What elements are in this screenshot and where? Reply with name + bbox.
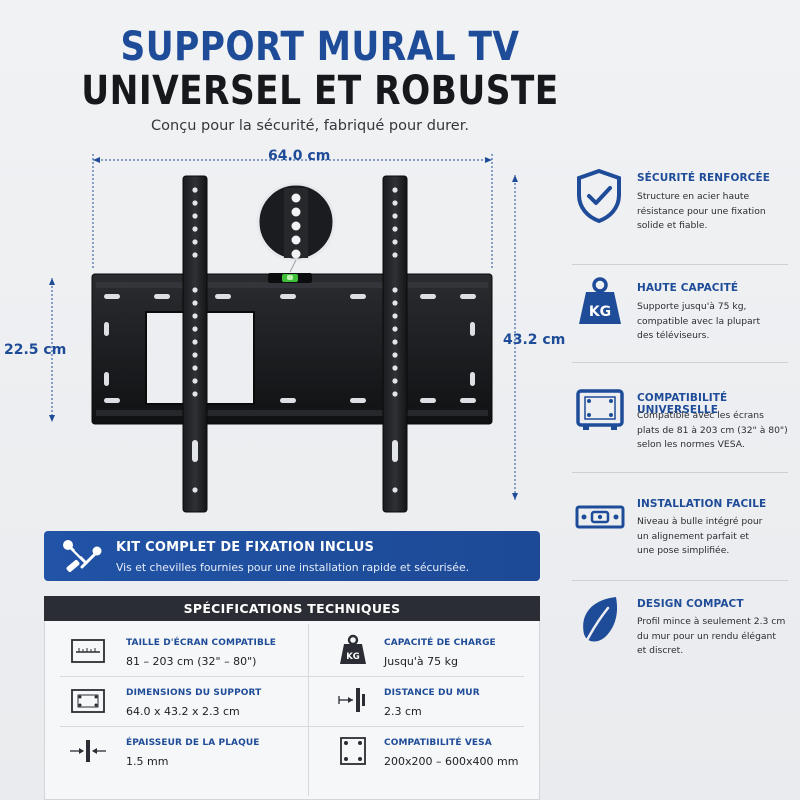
page-title-line2: UNIVERSEL ET ROBUSTE [81,68,559,114]
dimension-guides [51,154,516,500]
spec-value-screen-size: 81 – 203 cm (32" – 80") [126,655,257,668]
features-panel: SÉCURITÉ RENFORCÉE Structure en acier ha… [572,166,794,686]
tv-mount-illustration [49,154,518,513]
feature-title-design: DESIGN COMPACT [637,598,744,610]
kit-description: Vis et chevilles fournies pour une insta… [116,561,470,574]
spec-label-dimensions: DIMENSIONS DU SUPPORT [126,688,262,698]
svg-text:KG: KG [346,652,360,662]
dimension-width: 64.0 cm [268,148,331,164]
specs-row-divider [60,676,524,677]
feature-title-capacity: HAUTE CAPACITÉ [637,282,739,294]
feature-desc-capacity: Supporte jusqu'à 75 kg,compatible avec l… [637,301,761,341]
specs-column-divider [308,624,309,796]
leaf-icon [582,597,618,648]
spec-value-dimensions: 64.0 x 43.2 x 2.3 cm [126,705,240,718]
feature-divider [572,580,788,581]
svg-text:KG: KG [589,304,611,320]
spec-label-screen-size: TAILLE D'ÉCRAN COMPATIBLE [126,638,277,648]
spec-label-load-capacity: CAPACITÉ DE CHARGE [384,638,496,648]
ruler-screen-icon [71,639,105,663]
wall-distance-icon [338,688,365,712]
feature-title-installation: INSTALLATION FACILE [637,498,767,510]
dimension-total-height: 43.2 cm [503,332,566,348]
spec-value-load-capacity: Jusqu'à 75 kg [384,655,459,668]
specs-row-divider [60,726,524,727]
spec-label-plate-thickness: ÉPAISSEUR DE LA PLAQUE [126,738,260,748]
vesa-pattern-icon [340,737,366,765]
weight-kg-icon: KG [340,634,366,664]
feature-title-security: SÉCURITÉ RENFORCÉE [637,172,771,184]
plate-thickness-icon [70,740,106,762]
feature-divider [572,264,788,265]
feature-divider [572,362,788,363]
dimension-inner-height: 22.5 cm [4,342,67,358]
spec-value-wall-distance: 2.3 cm [384,705,422,718]
specs-heading: SPÉCIFICATIONS TECHNIQUES [44,596,540,621]
kit-title: KIT COMPLET DE FIXATION INCLUS [116,540,375,555]
bubble-level-icon [575,505,625,529]
bracket-dimensions-icon [71,689,105,713]
page-subtitle: Conçu pour la sécurité, fabriqué pour du… [151,118,469,134]
screws-icon [63,540,102,572]
spec-label-wall-distance: DISTANCE DU MUR [384,688,480,698]
feature-title-compatibility: COMPATIBILITÉ UNIVERSELLE [637,392,728,416]
specs-table [44,596,540,800]
spec-value-vesa: 200x200 – 600x400 mm [384,755,519,768]
feature-divider [572,472,788,473]
spec-value-plate-thickness: 1.5 mm [126,755,169,768]
page-title-line1: SUPPORT MURAL TV [120,24,520,70]
kit-banner: KIT COMPLET DE FIXATION INCLUS Vis et ch… [44,531,540,581]
shield-check-icon [577,168,621,224]
spec-label-vesa: COMPATIBILITÉ VESA [384,738,492,748]
vesa-plate-icon [576,389,624,430]
weight-kg-icon: KG [579,277,621,324]
